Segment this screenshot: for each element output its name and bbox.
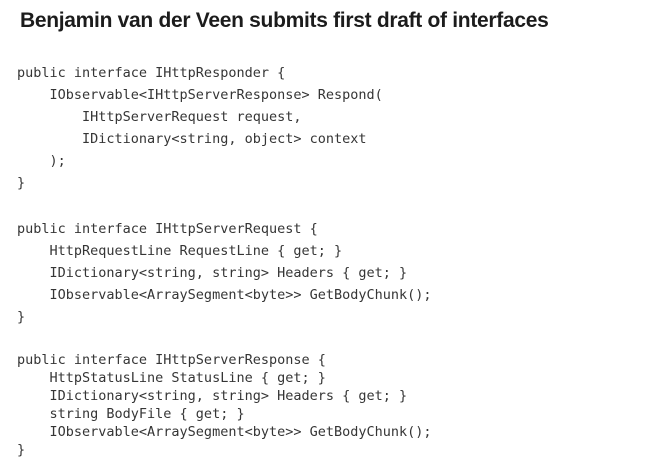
code-block-ihttpserverresponse: public interface IHttpServerResponse { H… xyxy=(17,352,432,458)
code-block-ihttpresponder: public interface IHttpResponder { IObser… xyxy=(17,65,383,191)
slide-title: Benjamin van der Veen submits first draf… xyxy=(20,9,549,32)
code-block-ihttpserverrequest: public interface IHttpServerRequest { Ht… xyxy=(17,221,432,325)
